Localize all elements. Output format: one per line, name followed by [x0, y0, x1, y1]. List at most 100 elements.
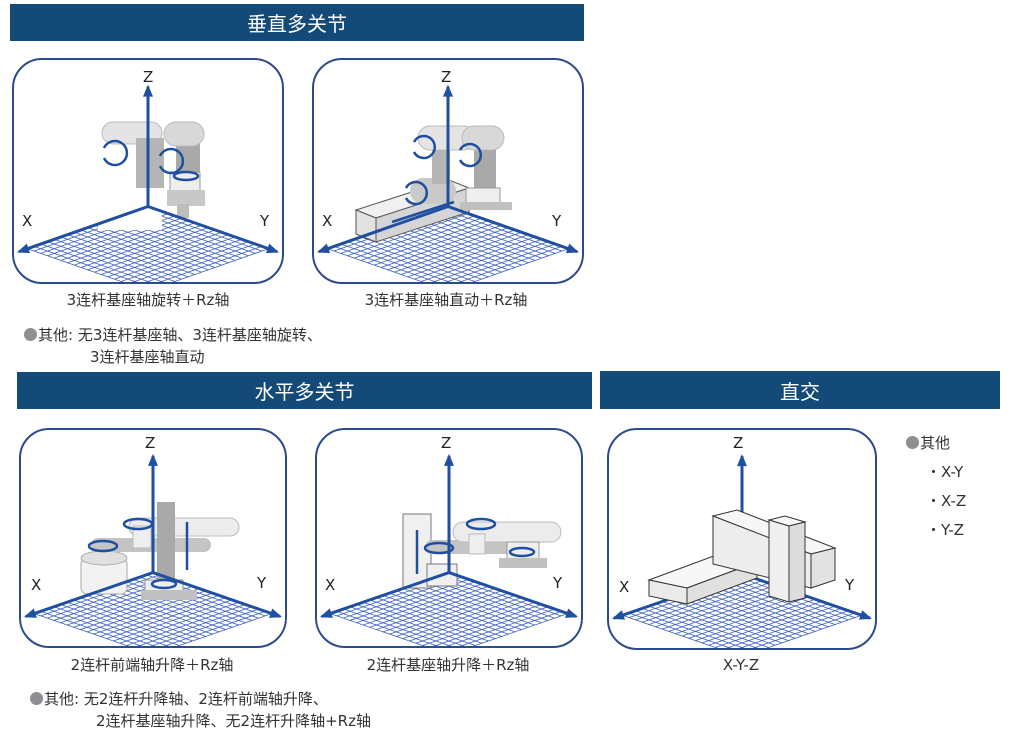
- grid-line: [431, 241, 549, 282]
- others-note-vertical: 其他: 无3连杆基座轴、3连杆基座轴旋转、 3连杆基座轴直动: [24, 324, 322, 368]
- bullet-dot-icon: [906, 436, 919, 449]
- y-axis-arrow-icon: [152, 571, 283, 618]
- others-item: ・X-Z: [926, 492, 967, 510]
- robot-diagram-scara-base-lift: Z X Y: [319, 434, 579, 646]
- section-banner-cartesian: 直交: [600, 371, 1000, 409]
- diagram-caption: 2连杆前端轴升降＋Rz轴: [70, 656, 234, 674]
- grid-line: [765, 614, 862, 648]
- grid-line: [622, 614, 719, 648]
- axis-label-z: Z: [143, 68, 153, 86]
- others-note-horizontal: 其他: 无2连杆升降轴、2连杆前端轴升降、 2连杆基座轴升降、无2连杆升降轴+R…: [30, 688, 371, 732]
- grid-line: [40, 610, 143, 646]
- grid-line: [433, 606, 549, 646]
- grid-line: [343, 608, 452, 646]
- bullet-dot-icon: [30, 692, 43, 705]
- others-line-1: 无3连杆基座轴、3连杆基座轴旋转、: [77, 326, 322, 344]
- grid-line: [145, 243, 256, 282]
- grid-line: [40, 243, 151, 282]
- grid-line: [458, 245, 563, 282]
- others-line-1: 无2连杆升降轴、2连杆前端轴升降、: [83, 690, 328, 708]
- grid-line: [739, 610, 849, 648]
- grid-line: [131, 241, 249, 282]
- robot-diagram-vertical-linear: Z X Y: [317, 68, 579, 282]
- diagram-panel-cartesian-xyz: Z X Y: [607, 428, 877, 650]
- grid-line: [27, 248, 124, 282]
- section-title-vertical: 垂直多关节: [247, 12, 347, 36]
- x-axis-arrow-icon: [319, 571, 450, 618]
- others-label: 其他:: [38, 326, 74, 344]
- cartesian-blocks-illustration: [647, 509, 837, 605]
- y-axis-arrow-icon: [741, 572, 872, 620]
- robot-arm-illustration: [354, 125, 512, 243]
- grid-line: [726, 608, 842, 648]
- grid-line: [446, 608, 555, 646]
- axis-label-z: Z: [441, 68, 451, 86]
- axis-label-z: Z: [441, 434, 451, 452]
- grid-line: [628, 612, 732, 648]
- grid-line: [330, 613, 426, 646]
- grid-line: [459, 610, 562, 646]
- x-axis-arrow-icon: [317, 205, 449, 254]
- axis-label-y: Y: [256, 574, 267, 592]
- axes-group: [317, 84, 579, 254]
- axis-label-z: Z: [145, 434, 155, 452]
- robot-arm-illustration: [98, 121, 205, 230]
- axis-label-x: X: [322, 212, 332, 230]
- others-line-2: 3连杆基座轴直动: [90, 348, 205, 366]
- grid-line: [137, 606, 253, 646]
- diagram-panel-scara-base-lift: Z X Y: [315, 428, 583, 648]
- grid-line: [34, 613, 130, 646]
- grid-line: [445, 243, 556, 282]
- robot-arm-illustration: [80, 502, 240, 600]
- diagram-caption: X-Y-Z: [722, 656, 760, 674]
- z-axis-arrow-icon: [443, 84, 453, 207]
- axis-label-y: Y: [552, 574, 563, 592]
- section-banner-horizontal: 水平多关节: [17, 372, 592, 409]
- axis-label-z: Z: [733, 434, 743, 452]
- grid-line: [333, 245, 438, 282]
- axis-label-x: X: [325, 576, 335, 594]
- grid-line: [47, 608, 156, 646]
- z-axis-arrow-icon: [143, 84, 153, 207]
- section-title-cartesian: 直交: [780, 379, 820, 404]
- bullet-dot-icon: [24, 328, 37, 341]
- others-label: 其他: [920, 434, 951, 452]
- grid-line: [163, 610, 266, 646]
- axis-label-y: Y: [259, 212, 270, 230]
- z-axis-arrow-icon: [148, 453, 158, 573]
- robot-diagram-cartesian-xyz: Z X Y: [612, 434, 872, 648]
- robot-diagram-scara-tip-lift: Z X Y: [23, 434, 283, 646]
- diagram-panel-vertical-linear: Z X Y: [312, 58, 584, 284]
- grid-line: [472, 613, 568, 646]
- grid-line: [752, 612, 856, 648]
- diagram-panel-scara-tip-lift: Z X Y: [19, 428, 287, 648]
- z-axis-arrow-icon: [444, 453, 454, 573]
- axes-group: [23, 453, 283, 618]
- grid-line: [327, 248, 424, 282]
- axes-group: [319, 453, 579, 618]
- axes-group: [17, 84, 279, 254]
- robot-diagram-vertical-rotary: Z X Y: [17, 68, 279, 282]
- y-axis-arrow-icon: [147, 205, 279, 254]
- x-axis-arrow-icon: [23, 571, 154, 618]
- y-axis-arrow-icon: [447, 205, 579, 254]
- section-title-horizontal: 水平多关节: [254, 380, 355, 404]
- others-line-2: 2连杆基座轴升降、无2连杆升降轴+Rz轴: [96, 712, 371, 730]
- grid-line: [150, 608, 259, 646]
- diagram-caption: 3连杆基座轴直动＋Rz轴: [364, 291, 528, 309]
- others-label: 其他:: [44, 690, 80, 708]
- others-item: ・Y-Z: [926, 521, 965, 539]
- axis-label-x: X: [619, 578, 629, 596]
- grid-line: [158, 245, 263, 282]
- grid-line: [33, 245, 138, 282]
- grid-line: [336, 610, 439, 646]
- grid-line: [472, 248, 569, 282]
- others-list-cartesian: 其他 ・X-Y ・X-Z ・Y-Z: [906, 432, 966, 540]
- axis-label-x: X: [22, 212, 32, 230]
- axis-label-y: Y: [844, 576, 855, 594]
- axis-label-x: X: [31, 576, 41, 594]
- diagram-caption: 3连杆基座轴旋转＋Rz轴: [66, 291, 230, 309]
- x-axis-arrow-icon: [17, 205, 149, 254]
- section-banner-vertical: 垂直多关节: [10, 4, 584, 41]
- grid-line: [635, 610, 745, 648]
